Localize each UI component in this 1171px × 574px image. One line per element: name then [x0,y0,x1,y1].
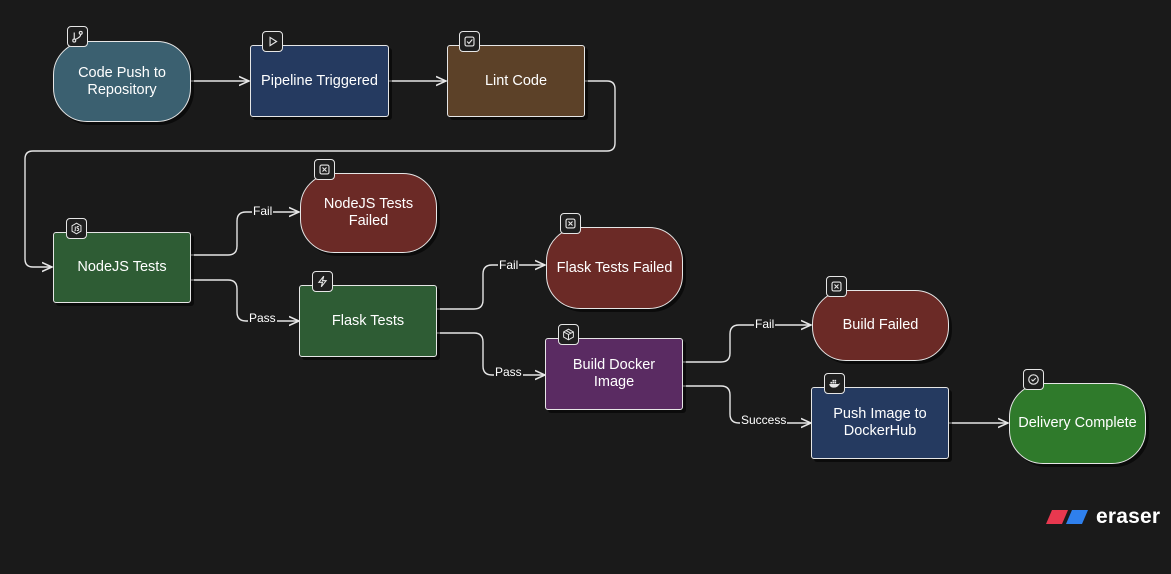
node-label: Push Image to DockerHub [833,406,927,439]
check-circle-icon [1023,369,1044,390]
node-lint-code[interactable]: Lint Code [447,45,585,117]
edge-flask-fail [437,265,545,310]
edge-build-success [683,385,811,423]
edge-label-build-fail: Fail [754,317,776,331]
node-label: Build Docker Image [572,357,656,390]
node-label: Pipeline Triggered [261,72,378,89]
node-code-push[interactable]: Code Push to Repository [53,41,191,122]
edge-label-build-success: Success [740,413,788,427]
edge-flask-pass [437,332,545,375]
node-delivery-complete[interactable]: Delivery Complete [1009,383,1146,464]
edge-label-nodejs-fail: Fail [252,204,274,218]
check-square-icon [459,31,480,52]
git-branch-icon [67,26,88,47]
node-pipeline-triggered[interactable]: Pipeline Triggered [250,45,389,117]
nodejs-icon [66,218,87,239]
eraser-logo-icon [1046,510,1088,524]
node-flask-tests-failed[interactable]: Flask Tests Failed [546,227,683,309]
node-build-failed[interactable]: Build Failed [812,290,949,361]
edge-nodejs-fail [191,212,299,256]
node-label: Flask Tests Failed [556,259,673,276]
node-label: Build Failed [842,317,919,333]
package-icon [558,324,579,345]
play-icon [262,31,283,52]
node-flask-tests[interactable]: Flask Tests [299,285,437,357]
edge-label-flask-fail: Fail [498,258,520,272]
lightning-icon [312,271,333,292]
x-square-icon [826,276,847,297]
node-label: Flask Tests [331,312,405,329]
edge-nodejs-pass [191,279,299,321]
x-square-icon [314,159,335,180]
brand-name: eraser [1096,505,1161,528]
eraser-brand: eraser [1046,505,1160,529]
node-push-image-to-dockerhub[interactable]: Push Image to DockerHub [811,387,949,459]
node-nodejs-tests[interactable]: NodeJS Tests [53,232,191,303]
node-nodejs-tests-failed[interactable]: NodeJS Tests Failed [300,173,437,253]
docker-icon [824,373,845,394]
edge-lint-to-nodejs [24,80,616,267]
x-square-icon [560,213,581,234]
edge-label-nodejs-pass: Pass [248,311,277,325]
node-label: NodeJS Tests Failed [323,196,414,229]
node-label: Code Push to Repository [78,64,166,98]
node-label: NodeJS Tests [77,259,167,275]
edge-label-flask-pass: Pass [494,365,523,379]
node-label: Delivery Complete [1018,415,1137,431]
node-label: Lint Code [484,72,548,89]
edge-build-fail [683,325,811,363]
node-build-docker-image[interactable]: Build Docker Image [545,338,683,410]
